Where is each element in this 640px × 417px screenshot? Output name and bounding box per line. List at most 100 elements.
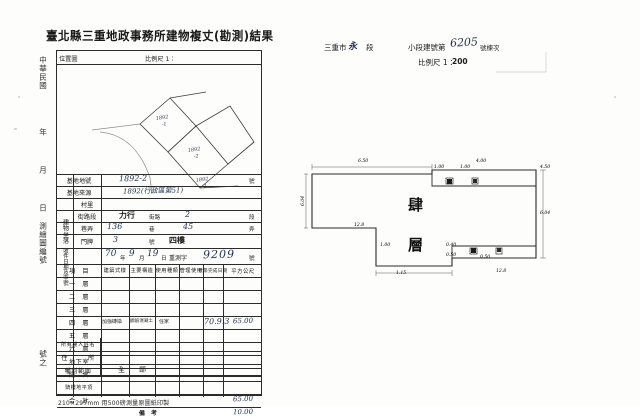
cell-remarks-label: 備 考 (138, 409, 158, 417)
col-head-area: 平方公尺 (231, 268, 255, 275)
gutter-number-suffix: 號之 (38, 350, 48, 367)
row-label-floor-5: 五 層 (68, 333, 90, 340)
label-lane-mid: 巷 (149, 227, 155, 233)
complex-survey-form: 臺北縣三重地政事務所建物複丈(勘測)結果 中華民國 年 月 日 測繪圖編號 號之… (36, 24, 274, 417)
value-receipt-month: 9 (128, 248, 135, 260)
col-head-item: 項 目 (68, 268, 90, 275)
label-owner-name: 所有權人姓名 (60, 342, 96, 348)
gutter-day: 日 (38, 204, 48, 213)
gutter-map-number-label: 測繪圖編號 (38, 222, 48, 265)
plan-city-label: 三重市 (324, 43, 347, 52)
left-gutter: 中華民國 年 月 日 測繪圖編號 號之 (36, 50, 56, 396)
scan-speck (14, 128, 17, 130)
value-base-source: 1892(行政區第51) (122, 186, 184, 196)
plan-section-label: 段 (366, 43, 374, 52)
label-building-location: 建物坐落 (61, 218, 69, 244)
cell-remarks-area: 10.00 (232, 407, 254, 417)
value-receipt-word: 重測字 (169, 255, 188, 262)
plan-scale-value: 200 (452, 57, 468, 66)
dim-right-top: 4.50 (539, 164, 550, 170)
label-owner-address: 住 所 (61, 355, 95, 362)
label-door-no: 門牌 (80, 238, 94, 246)
dim-notch-b: 1.00 (460, 164, 470, 170)
fixture-stamp-3 (497, 248, 501, 252)
cell-floor4-structure: 鋼筋混凝土 (129, 318, 154, 325)
plan-number-suffix: 號楝次 (480, 44, 500, 52)
row-label-total: 合 計 (68, 398, 90, 405)
building-plan-panel: 三重市 永 段 小段建號第 6205 號楝次 比例尺 1： 200 (300, 24, 620, 384)
dim-mid-left: 12.8 (354, 222, 364, 228)
label-street-mid: 街路 (149, 215, 161, 221)
dim-left: 6.04 (300, 196, 306, 206)
scanned-page: 臺北縣三重地政事務所建物複丈(勘測)結果 中華民國 年 月 日 測繪圖編號 號之… (14, 24, 620, 417)
unit-receipt-day: 日 (161, 256, 167, 262)
value-lane: 136 (106, 221, 123, 232)
row-label-floor-2: 二 層 (68, 294, 90, 301)
fixture-stamp-2 (471, 248, 476, 253)
floor-plan-drawing: 6.50 4.00 6.04 4.50 6.04 12.8 1.00 1.15 … (300, 154, 620, 294)
label-base-source: 基地來源 (66, 189, 92, 197)
form-table: 位置圖 比例尺 1： (56, 50, 262, 417)
dim-top-left: 6.50 (358, 158, 368, 164)
floor-char-1: 肆 (408, 196, 423, 214)
sketch-parcel-1: 1892 (155, 114, 168, 122)
dim-inner-left: 1.00 (380, 242, 390, 248)
unit-street-section: 段 (249, 215, 255, 221)
location-sketch: 1892 -1 1892 -2 1892 -2 (78, 90, 282, 200)
svg-text:-1: -1 (161, 121, 167, 128)
unit-receipt-year: 年 (120, 256, 126, 262)
plan-scale-label: 比例尺 1： (418, 58, 456, 67)
label-village: 村里 (80, 201, 94, 209)
row-label-floor-6: 六 層 (68, 346, 90, 353)
col-head-manage: 管理使用 (179, 268, 203, 274)
floor-char-2: 層 (408, 236, 423, 254)
dim-right: 6.04 (540, 210, 550, 216)
cell-total-area: 65.00 (232, 394, 254, 404)
value-door-no: 3 (112, 234, 119, 245)
dim-top-right: 4.00 (475, 158, 486, 164)
location-map-scale-label: 比例尺 1： (145, 55, 176, 63)
location-map-label: 位置圖 (59, 55, 78, 63)
value-owner-share: 全 部 (117, 365, 147, 375)
row-label-basement: 地下室 (68, 359, 90, 366)
plan-subsection-label: 小段建號第 (408, 43, 446, 52)
gutter-month: 月 (38, 166, 48, 175)
cell-floor4-date: 70.9.3 (203, 316, 230, 327)
cell-floor4-style: 加強磚造 (101, 318, 123, 326)
unit-receipt-number: 號 (249, 256, 255, 262)
cell-floor4-area: 65.00 (232, 316, 254, 326)
label-door-mid: 號 (149, 240, 155, 246)
fixture-stamp-4 (473, 179, 477, 183)
scan-speck (614, 96, 616, 98)
sketch-parcel-2: 1892 (187, 146, 200, 154)
fixture-stamp-1 (447, 179, 452, 184)
col-head-structure: 主要構造 (130, 268, 154, 274)
col-head-complete-date: 建築完成日期 (198, 268, 228, 274)
label-owner-share: 權利範圍 (64, 367, 92, 375)
panel-guides (496, 52, 547, 73)
value-receipt-year: 70 (104, 248, 117, 260)
value-street-section-number: 2 (184, 209, 191, 220)
gutter-nation: 中華民國 (38, 56, 48, 90)
page-title: 臺北縣三重地政事務所建物複丈(勘測)結果 (46, 28, 274, 44)
sketch-parcel-3: 1892 (195, 176, 208, 184)
unit-base-parcel-no: 號 (249, 179, 255, 185)
label-base-parcel-no: 基地地號 (66, 177, 92, 185)
print-spec-note: 210×297mm 用500磅測量原圖紙印製 (58, 400, 170, 407)
row-label-floor-4: 四 層 (68, 320, 90, 327)
label-receipt: 收件日期及字號 (62, 248, 68, 286)
scan-speck (18, 96, 20, 98)
col-head-usage: 使用種類 (155, 268, 179, 274)
value-door-floor: 四樓 (168, 235, 186, 246)
label-lane-alley: 巷弄 (80, 225, 94, 233)
value-base-parcel-no: 1892-2 (118, 173, 148, 184)
gutter-year: 年 (38, 128, 48, 137)
row-label-arcade: 騎樓地平頂 (65, 385, 93, 391)
svg-text:-2: -2 (193, 153, 199, 160)
label-street-section: 街路段 (77, 213, 97, 221)
dim-bottom-right: 12.8 (496, 268, 506, 274)
value-alley: 45 (182, 221, 194, 232)
dim-inner-b: 0.50 (446, 252, 456, 258)
floor-plan-svg: 6.50 4.00 6.04 4.50 6.04 12.8 1.00 1.15 … (300, 158, 550, 276)
col-head-style: 建築式樣 (103, 268, 127, 274)
